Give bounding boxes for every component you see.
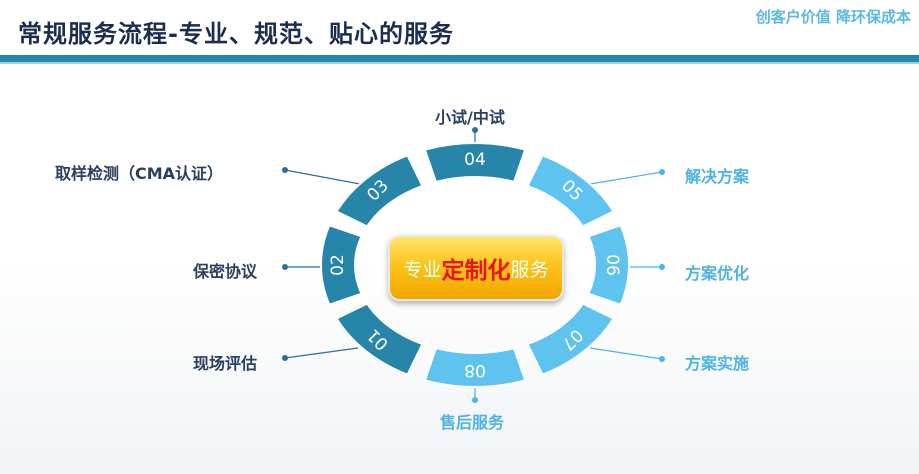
step-segment-03: 03 (335, 154, 424, 228)
step-segment-shape-01 (335, 302, 424, 376)
header-band-accent (0, 62, 919, 64)
step-label-07: 方案实施 (685, 354, 750, 373)
connector-dot-04 (472, 127, 478, 133)
center-core-service: 专业定制化服务 (388, 235, 564, 301)
step-segment-shape-03 (335, 154, 424, 228)
step-segment-05: 05 (526, 154, 615, 228)
step-segment-shape-02 (320, 224, 363, 306)
step-segment-06: 06 (587, 224, 630, 306)
step-segment-04: 04 (423, 142, 527, 183)
connector-dot-02 (282, 264, 288, 270)
connector-dot-03 (282, 167, 288, 173)
connector-dot-08 (472, 397, 478, 403)
connector-line-03 (284, 169, 361, 185)
header-band (0, 55, 919, 62)
center-suffix: 服务 (510, 258, 549, 281)
center-emphasis: 定制化 (441, 258, 511, 284)
step-label-01: 现场评估 (193, 354, 258, 373)
connector-dot-01 (282, 355, 288, 361)
step-segment-shape-04 (423, 142, 527, 183)
center-prefix: 专业 (403, 258, 442, 281)
step-segment-08: 08 (423, 347, 527, 388)
step-label-05: 解决方案 (685, 167, 750, 186)
connector-dot-05 (659, 169, 665, 175)
connector-line-07 (589, 347, 663, 360)
connector-dot-07 (659, 356, 665, 362)
slogan: 创客户价值 降环保成本 (755, 8, 911, 26)
step-label-06: 方案优化 (685, 264, 750, 283)
step-segment-shape-07 (526, 302, 615, 376)
step-number-08: 08 (464, 360, 486, 380)
step-segment-07: 07 (526, 302, 615, 376)
step-label-03: 取样检测（CMA认证） (55, 164, 224, 183)
step-label-02: 保密协议 (193, 262, 258, 281)
page-title: 常规服务流程-专业、规范、贴心的服务 (18, 20, 454, 48)
step-label-04: 小试/中试 (435, 108, 505, 127)
step-segment-shape-08 (423, 347, 527, 388)
step-segment-shape-05 (526, 154, 615, 228)
step-number-04: 04 (464, 150, 486, 170)
connector-line-01 (284, 347, 359, 359)
step-label-08: 售后服务 (440, 413, 505, 432)
step-segment-02: 02 (320, 224, 363, 306)
step-segment-shape-06 (587, 224, 630, 306)
connector-dot-06 (659, 264, 665, 270)
step-number-06: 06 (602, 254, 622, 276)
connector-line-05 (589, 171, 663, 185)
step-number-02: 02 (328, 254, 348, 276)
step-segment-01: 01 (335, 302, 424, 376)
